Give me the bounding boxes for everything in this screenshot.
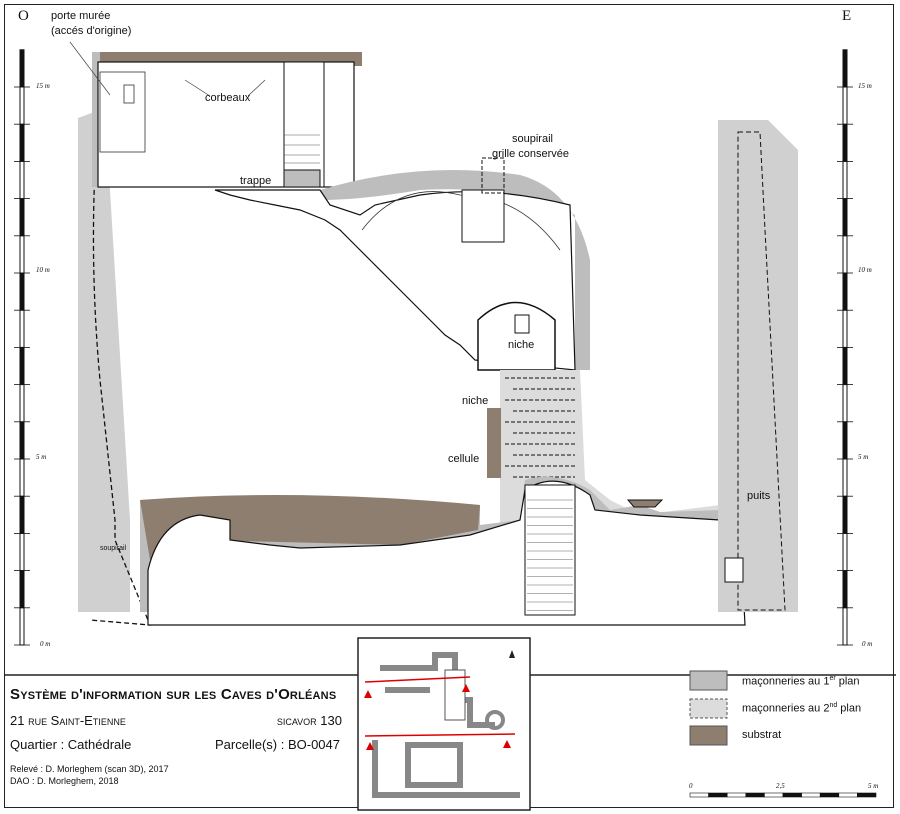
- label-cellule: cellule: [448, 453, 480, 465]
- label-niche-upper: niche: [508, 339, 535, 351]
- legend-swatch-1: [689, 670, 728, 691]
- well-2nd-plan: [718, 120, 798, 612]
- lower-substrat: [140, 495, 480, 560]
- scale-segment: [842, 570, 848, 609]
- label-grille: grille conservée: [492, 148, 570, 160]
- legend-swatch-2: [689, 698, 728, 719]
- rscale-10m: 10 m: [858, 266, 872, 274]
- scale-segment: [19, 123, 25, 162]
- hscale-2-5: 2,5: [776, 782, 785, 790]
- scale-segment: [782, 792, 802, 798]
- left-scale: [14, 49, 30, 646]
- scale-segment: [842, 49, 848, 88]
- scale-segment: [19, 495, 25, 534]
- label-porte-muree: porte murée: [51, 10, 111, 22]
- scale-15m: 15 m: [36, 82, 50, 90]
- walled-door: [99, 71, 146, 153]
- rscale-5m: 5 m: [858, 453, 869, 461]
- scale-segment: [19, 198, 25, 237]
- right-scale: [837, 49, 853, 646]
- scale-segment: [19, 346, 25, 386]
- legend-label-3: substrat: [742, 729, 782, 741]
- scale-segment: [19, 421, 25, 460]
- scale-segment: [745, 792, 765, 798]
- address: 21 rue Saint-Etienne: [10, 713, 126, 728]
- hscale-0: 0: [689, 782, 693, 790]
- label-acces-origine: (accés d'origine): [51, 25, 132, 37]
- left-wall-2nd-plan: [78, 108, 130, 612]
- parcelle: Parcelle(s) : BO-0047: [215, 737, 340, 752]
- sicavor-id: sicavor 130: [276, 713, 342, 728]
- cell-substrat: [487, 408, 501, 478]
- label-corbeaux: corbeaux: [205, 92, 251, 104]
- east-label: E: [842, 8, 852, 24]
- hscale-5m: 5 m: [868, 782, 879, 790]
- scale-segment: [838, 792, 858, 798]
- north-arrow-icon: [509, 650, 515, 658]
- scale-segment: [857, 792, 877, 798]
- rscale-15m: 15 m: [858, 82, 872, 90]
- scale-segment: [801, 792, 821, 798]
- releve: Relevé : D. Morleghem (scan 3D), 2017: [10, 764, 169, 774]
- scale-0m: 0 m: [40, 640, 51, 648]
- scale-segment: [19, 272, 25, 311]
- west-label: O: [18, 8, 29, 24]
- quartier: Quartier : Cathédrale: [10, 737, 132, 752]
- rscale-0m: 0 m: [862, 640, 873, 648]
- scale-segment: [842, 495, 848, 534]
- label-soupirail: soupirail: [512, 133, 553, 145]
- scale-5m: 5 m: [36, 453, 47, 461]
- scale-segment: [764, 792, 784, 798]
- niche-upper: [477, 301, 556, 371]
- label-soupirail-left: soupirail: [100, 545, 127, 552]
- lower-cellar: [147, 480, 746, 626]
- scale-segment: [19, 49, 25, 88]
- legend-swatch-3: [689, 725, 728, 746]
- scale-segment: [19, 570, 25, 609]
- dao: DAO : D. Morleghem, 2018: [10, 776, 119, 786]
- scale-segment: [689, 792, 709, 798]
- label-puits: puits: [747, 490, 771, 502]
- scale-segment: [842, 123, 848, 162]
- scale-segment: [842, 272, 848, 311]
- horizontal-scale: [689, 792, 877, 798]
- scale-segment: [842, 421, 848, 460]
- scale-segment: [726, 792, 747, 798]
- label-niche-lower: niche: [462, 395, 489, 407]
- scale-10m: 10 m: [36, 266, 50, 274]
- scale-segment: [842, 198, 848, 237]
- legend-label-1: maçonneries au 1er plan: [742, 675, 860, 688]
- legend-label-2: maçonneries au 2nd plan: [742, 702, 862, 715]
- label-trappe: trappe: [240, 175, 272, 187]
- title: Système d'information sur les Caves d'Or…: [10, 686, 337, 703]
- scale-segment: [819, 792, 840, 798]
- scale-segment: [842, 346, 848, 386]
- scale-segment: [708, 792, 728, 798]
- vault-masonry: [320, 170, 590, 370]
